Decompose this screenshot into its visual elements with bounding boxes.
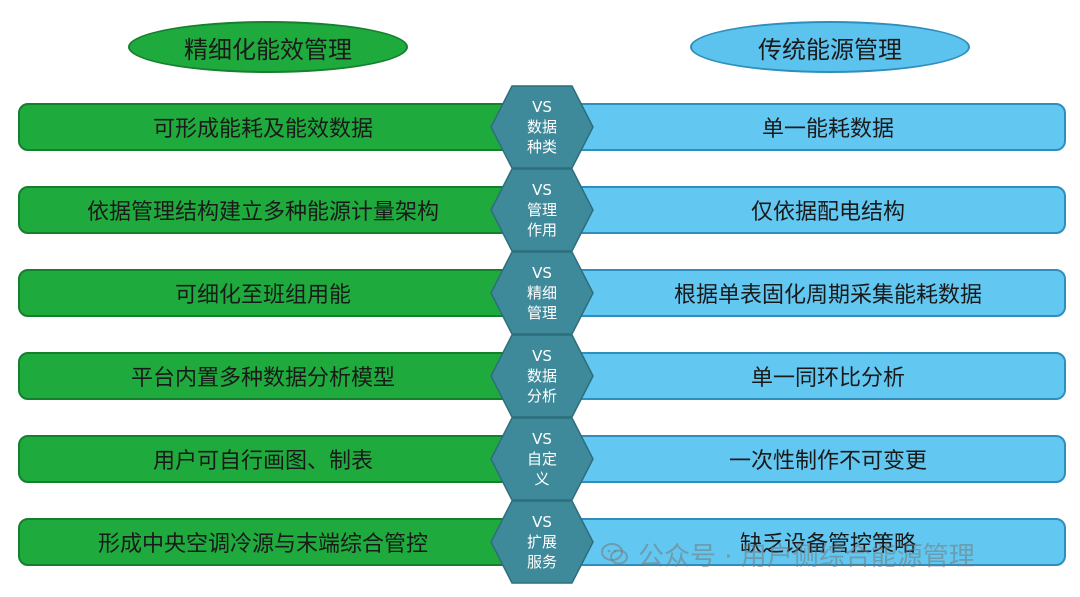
vs-hexagon: VS 自定 义	[490, 417, 594, 501]
vs-label: VS	[532, 430, 552, 448]
right-item: 一次性制作不可变更	[560, 435, 1066, 483]
vs-hexagon: VS 数据 分析	[490, 334, 594, 418]
vs-label: VS	[532, 181, 552, 199]
category-label-line1: 管理	[526, 201, 557, 219]
category-label-line1: 数据	[526, 367, 557, 385]
left-item: 依据管理结构建立多种能源计量架构	[18, 186, 538, 234]
left-item: 可细化至班组用能	[18, 269, 538, 317]
category-label-line2: 服务	[526, 553, 557, 571]
right-item: 单一能耗数据	[560, 103, 1066, 151]
category-label-line2: 种类	[526, 138, 557, 156]
watermark-text: 公众号 · 用户侧综合能源管理	[638, 541, 975, 572]
header-traditional-energy-management: 传统能源管理	[690, 21, 970, 73]
category-label-line2: 作用	[526, 221, 557, 239]
right-item: 根据单表固化周期采集能耗数据	[560, 269, 1066, 317]
category-label-line2: 管理	[526, 304, 557, 322]
right-item: 单一同环比分析	[560, 352, 1066, 400]
hexagon-shape	[490, 500, 594, 584]
header-fine-energy-management: 精细化能效管理	[128, 21, 408, 73]
wechat-icon	[601, 543, 628, 565]
vs-label: VS	[532, 264, 552, 282]
left-item: 平台内置多种数据分析模型	[18, 352, 538, 400]
category-label-line1: 自定	[526, 450, 557, 468]
vs-hexagon: VS 精细 管理	[490, 251, 594, 335]
left-item: 形成中央空调冷源与末端综合管控	[18, 518, 538, 566]
watermark: 公众号 · 用户侧综合能源管理	[600, 532, 975, 576]
hexagon-shape	[490, 85, 594, 169]
hexagon-shape	[490, 251, 594, 335]
vs-label: VS	[532, 347, 552, 365]
hexagon-shape	[490, 168, 594, 252]
vs-hexagon: VS 数据 种类	[490, 85, 594, 169]
vs-hexagon: VS 管理 作用	[490, 168, 594, 252]
hexagon-shape	[490, 334, 594, 418]
hexagon-shape	[490, 417, 594, 501]
category-label-line2: 义	[534, 470, 550, 488]
vs-hexagon: VS 扩展 服务	[490, 500, 594, 584]
category-label-line2: 分析	[526, 387, 557, 405]
vs-label: VS	[532, 513, 552, 531]
vs-label: VS	[532, 98, 552, 116]
left-item: 用户可自行画图、制表	[18, 435, 538, 483]
category-label-line1: 精细	[526, 284, 557, 302]
category-label-line1: 数据	[526, 118, 557, 136]
category-label-line1: 扩展	[526, 533, 557, 551]
right-item: 仅依据配电结构	[560, 186, 1066, 234]
left-item: 可形成能耗及能效数据	[18, 103, 538, 151]
